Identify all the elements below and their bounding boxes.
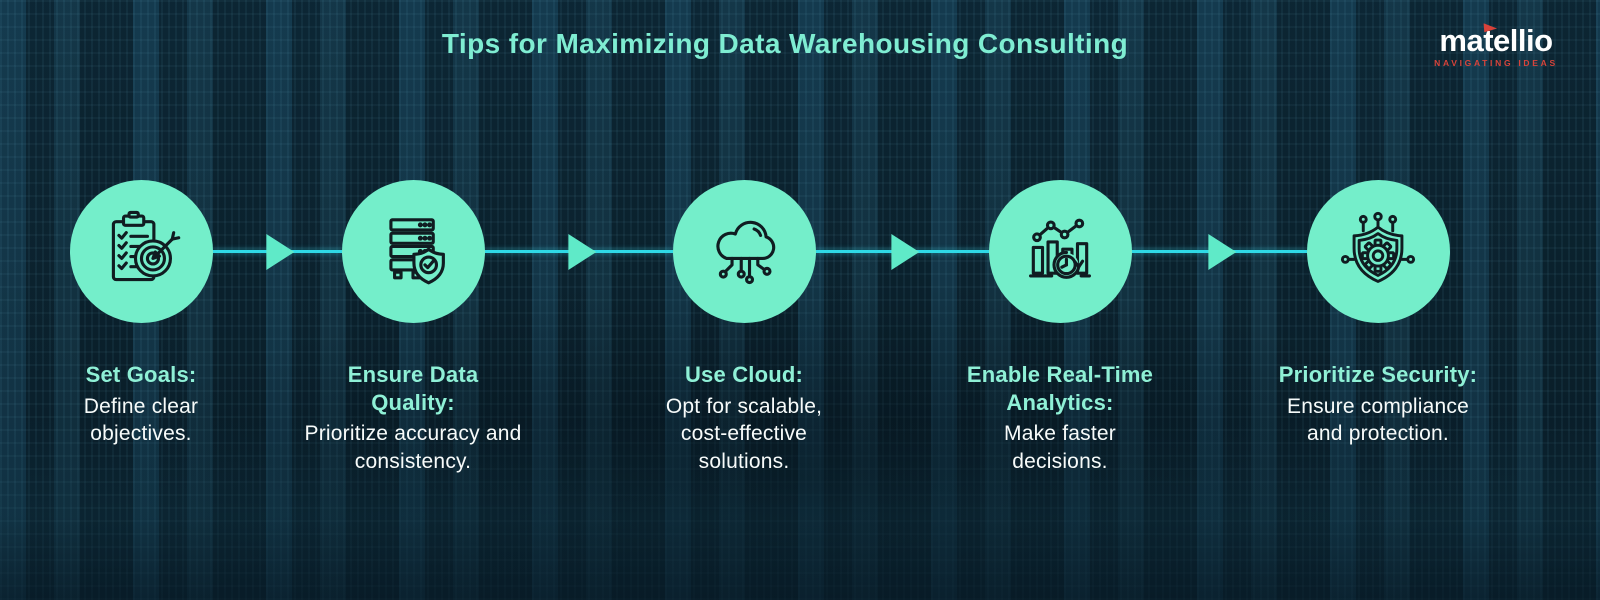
arrow-right-icon — [266, 233, 295, 270]
step-enable-realtime-analytics: Enable Real-Time Analytics: Make faster … — [940, 180, 1180, 475]
realtime-analytics-clock-icon — [1014, 206, 1106, 298]
brand-logo: matellio NAVIGATING IDEAS — [1430, 25, 1562, 68]
shield-gear-security-icon — [1332, 206, 1424, 298]
step-prioritize-security: Prioritize Security: Ensure compliance a… — [1243, 180, 1513, 448]
step-use-cloud: Use Cloud: Opt for scalable, cost-effect… — [629, 180, 859, 476]
step-description: Ensure compliance and protection. — [1287, 394, 1469, 446]
step-circle — [1306, 180, 1450, 323]
step-description: Opt for scalable, cost-effective solutio… — [665, 394, 823, 473]
step-title: Use Cloud: — [684, 362, 804, 387]
step-title: Enable Real-Time Analytics: — [966, 362, 1154, 415]
step-title: Ensure Data Quality: — [347, 362, 479, 415]
connector-line — [1131, 233, 1307, 270]
clipboard-checklist-target-icon — [95, 206, 187, 298]
brand-tagline: NAVIGATING IDEAS — [1434, 58, 1558, 68]
connector-line — [212, 233, 342, 270]
connector-line — [484, 233, 673, 270]
page-title: Tips for Maximizing Data Warehousing Con… — [441, 28, 1129, 59]
step-description: Define clear objectives. — [83, 394, 199, 446]
step-title: Prioritize Security: — [1278, 362, 1478, 387]
arrow-right-icon — [1208, 233, 1237, 270]
step-circle — [672, 180, 816, 323]
step-ensure-data-quality: Ensure Data Quality: Prioritize accuracy… — [298, 180, 528, 475]
connector-line — [815, 233, 989, 270]
step-set-goals: Set Goals: Define clear objectives. — [36, 180, 246, 448]
database-server-shield-icon — [367, 206, 459, 298]
step-circle — [69, 180, 213, 323]
brand-wordmark: matellio — [1439, 23, 1553, 58]
arrow-right-icon — [891, 233, 920, 270]
step-description: Prioritize accuracy and consistency. — [304, 422, 522, 473]
step-circle — [341, 180, 485, 323]
step-description: Make faster decisions. — [1004, 422, 1116, 473]
arrow-right-icon — [567, 233, 596, 270]
cloud-computing-icon — [698, 206, 790, 298]
step-title: Set Goals: — [85, 362, 197, 387]
step-circle — [988, 180, 1132, 323]
